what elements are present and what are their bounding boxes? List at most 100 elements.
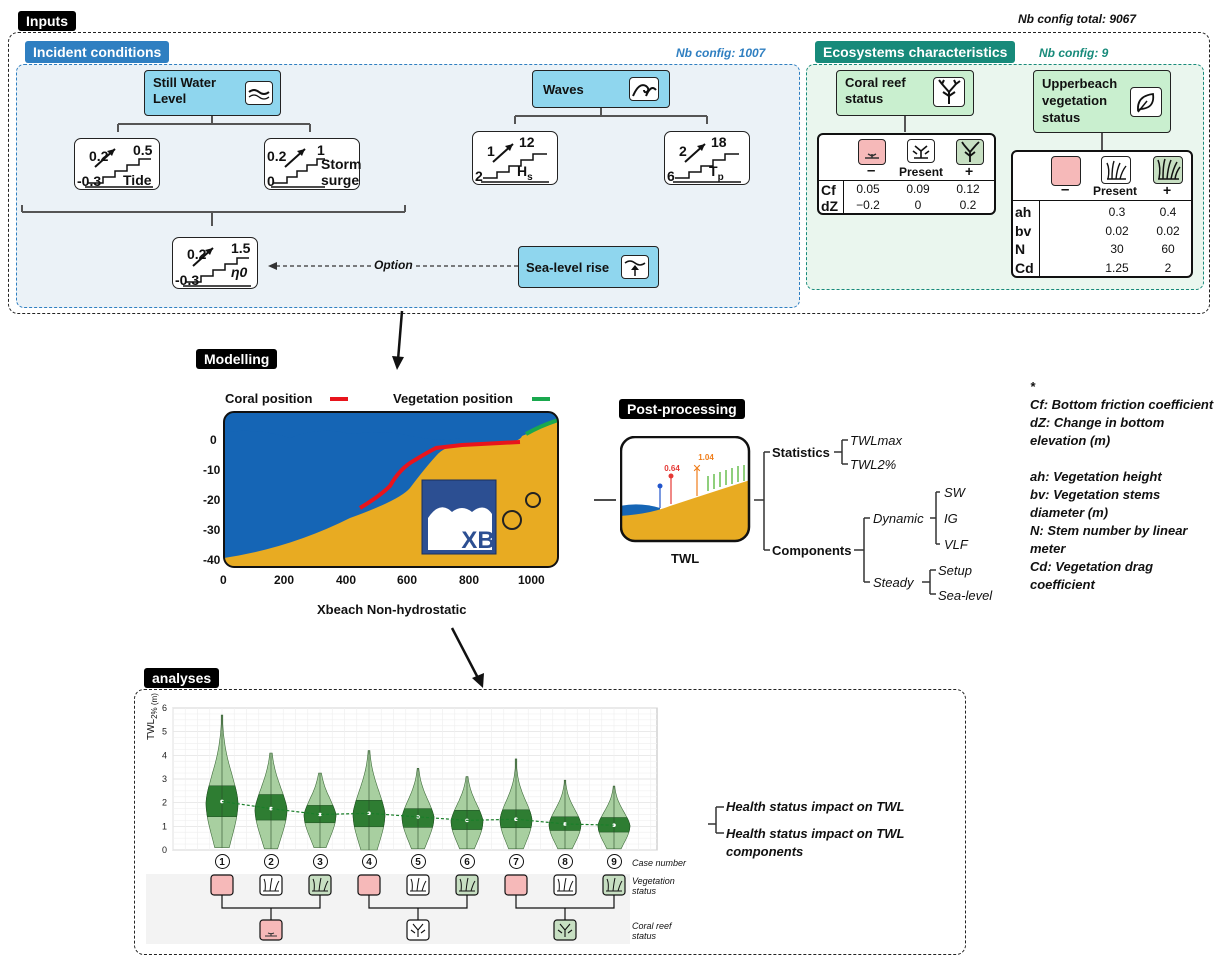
steady-label: Steady bbox=[873, 575, 914, 590]
tp-step: 2 bbox=[679, 143, 687, 159]
incident-tree-lines bbox=[21, 108, 708, 270]
eta0-step: 0.2 bbox=[187, 246, 207, 262]
veg-table-box: – Present + ah 0.3 0.4 bv 0.02 0.02 N 30… bbox=[1011, 150, 1193, 278]
y-tick-4: -40 bbox=[203, 553, 221, 567]
x-tick-1: 200 bbox=[274, 573, 295, 587]
case-number-7: 7 bbox=[508, 854, 524, 869]
status-bracket-1 bbox=[221, 895, 321, 909]
leaf-icon bbox=[1130, 87, 1162, 117]
tide-stairs-icon bbox=[85, 148, 153, 188]
waves-label: Waves bbox=[543, 82, 584, 97]
vegetation-status-box: Upperbeach vegetation status bbox=[1033, 70, 1171, 133]
hs-step: 1 bbox=[487, 143, 495, 159]
veg-bv-present: 0.02 bbox=[1105, 223, 1129, 238]
model-name: Xbeach Non-hydrostatic bbox=[317, 602, 467, 617]
veg-cd-present: 1.25 bbox=[1105, 260, 1129, 275]
notes-legend: * Cf: Bottom friction coefficient dZ: Ch… bbox=[1030, 378, 1215, 594]
veg-status-title: Upperbeach vegetation status bbox=[1042, 76, 1118, 125]
storm-name: Storm surge bbox=[321, 156, 362, 188]
y-tick-label: 4 bbox=[162, 750, 167, 760]
veg-grass-glyph-5 bbox=[410, 877, 427, 892]
coral-status-title: Coral reef status bbox=[845, 75, 906, 106]
violin-median-8 bbox=[563, 822, 567, 826]
nb-config-total: Nb config total: 9067 bbox=[1018, 12, 1137, 26]
tp-name-wrap: Tp bbox=[709, 163, 724, 183]
coral-status-icon-1 bbox=[259, 919, 283, 941]
veg-row-ah-name: ah bbox=[1015, 204, 1032, 221]
veg-table-divider bbox=[1013, 200, 1191, 201]
veg-row-cd-name: Cd bbox=[1015, 259, 1034, 276]
coral-status-label: Coral reef status bbox=[632, 921, 672, 941]
y-tick-label: 1 bbox=[162, 821, 167, 831]
sw-label: SW bbox=[944, 485, 965, 500]
twl-val-2: 1.04 bbox=[698, 453, 714, 462]
case-number-9: 9 bbox=[606, 854, 622, 869]
case-number-8: 8 bbox=[557, 854, 573, 869]
coral-table-vdivider bbox=[843, 180, 844, 213]
note-ah: ah: Vegetation height bbox=[1030, 469, 1162, 484]
hs-max: 12 bbox=[519, 134, 535, 150]
eco-nb-config: Nb config: 9 bbox=[1039, 46, 1109, 60]
veg-ah-plus: 0.4 bbox=[1159, 205, 1177, 220]
case-number-5: 5 bbox=[410, 854, 426, 869]
twl2-label: TWL2% bbox=[850, 457, 897, 472]
x-tick-3: 600 bbox=[397, 573, 418, 587]
twl-val-1: 0.64 bbox=[664, 464, 680, 473]
xbeach-profile-chart: XB bbox=[223, 411, 559, 568]
veg-n-plus: 60 bbox=[1161, 242, 1175, 257]
violin-ylabel: TWL2% (m) bbox=[146, 660, 159, 740]
coral-position-label: Coral position bbox=[225, 391, 313, 406]
tide-max: 0.5 bbox=[133, 142, 153, 158]
profile-x-ticks: 0 200 400 600 800 1000 bbox=[215, 573, 555, 589]
coral-col-present: Present bbox=[899, 165, 944, 179]
swl-label: Still Water Level bbox=[153, 75, 217, 106]
option-label: Option bbox=[372, 258, 415, 272]
veg-grass-glyph-3 bbox=[312, 877, 329, 892]
sea-level-rise-icon bbox=[621, 255, 649, 279]
veg-row-n-name: N bbox=[1015, 241, 1026, 258]
twlmax-label: TWLmax bbox=[850, 433, 902, 448]
hs-name-wrap: Hs bbox=[517, 163, 533, 183]
x-tick-2: 400 bbox=[336, 573, 357, 587]
analyses-panel bbox=[134, 689, 966, 955]
veg-cd-plus: 2 bbox=[1164, 260, 1172, 275]
eco-tree-lines bbox=[904, 116, 1103, 150]
coral-col-plus: + bbox=[965, 163, 974, 179]
coral-row-cf-name: Cf bbox=[821, 182, 836, 198]
y-tick-label: 0 bbox=[162, 845, 167, 855]
tide-step: 0.2 bbox=[89, 148, 109, 164]
vegetation-position-label: Vegetation position bbox=[393, 391, 513, 406]
waves-box: Waves bbox=[532, 70, 670, 108]
case-number-4: 4 bbox=[361, 854, 377, 869]
tp-range-box: 2 18 6 Tp bbox=[664, 131, 750, 185]
veg-row-bv: bv 0.02 0.02 bbox=[1015, 222, 1193, 241]
coral-icon bbox=[933, 77, 965, 107]
y-tick-label: 3 bbox=[162, 774, 167, 784]
x-tick-0: 0 bbox=[220, 573, 227, 587]
veg-status-icon-7 bbox=[504, 874, 528, 896]
veg-status-icon-4 bbox=[357, 874, 381, 896]
tp-name: T bbox=[709, 163, 718, 179]
coral-dz-plus: 0.2 bbox=[959, 198, 977, 212]
sealevel-label: Sea-level bbox=[938, 588, 993, 603]
y-tick-3: -30 bbox=[203, 523, 221, 537]
coral-dz-minus: −0.2 bbox=[856, 198, 880, 212]
violin-ylabel-text: TWL bbox=[146, 718, 157, 740]
eta0-max: 1.5 bbox=[231, 240, 251, 256]
case-number-3: 3 bbox=[312, 854, 328, 869]
coral-plus-icon bbox=[956, 139, 984, 165]
incident-nb-config: Nb config: 1007 bbox=[676, 46, 766, 60]
veg-n-present: 30 bbox=[1110, 242, 1124, 257]
statistics-label: Statistics bbox=[772, 445, 830, 460]
y-tick-label: 5 bbox=[162, 727, 167, 737]
coral-table-rows: Cf 0.05 0.09 0.12 dZ −0.2 0 0.2 bbox=[821, 182, 993, 214]
veg-ah-present: 0.3 bbox=[1108, 205, 1126, 220]
coral-row-dz: dZ −0.2 0 0.2 bbox=[821, 198, 993, 214]
analyses-tag: analyses bbox=[144, 668, 220, 688]
violin-median-1 bbox=[220, 799, 224, 804]
veg-table-rows: ah 0.3 0.4 bv 0.02 0.02 N 30 60 Cd 1.25 … bbox=[1015, 203, 1193, 277]
profile-y-ticks: 0 -10 -20 -30 -40 bbox=[200, 408, 230, 578]
veg-col-plus: + bbox=[1163, 182, 1172, 198]
